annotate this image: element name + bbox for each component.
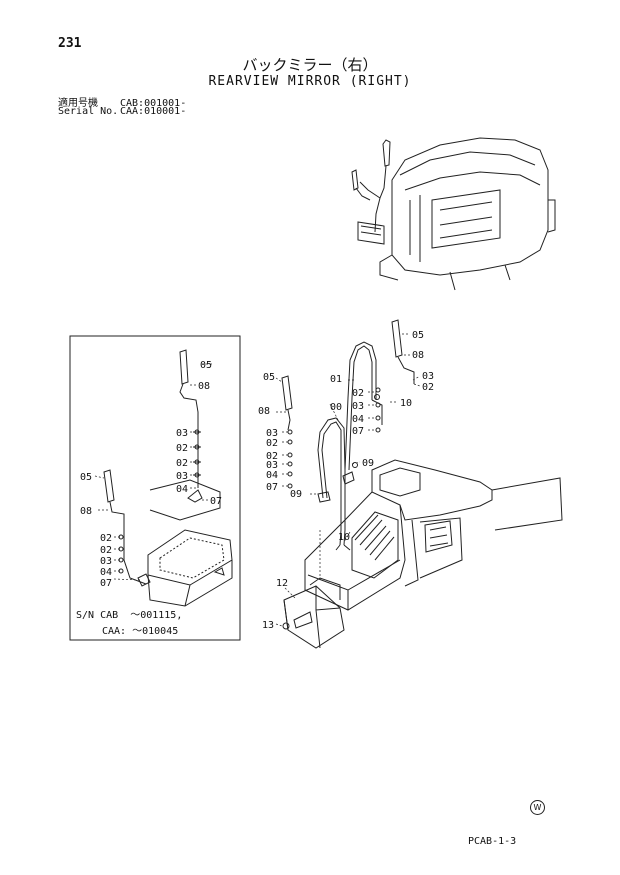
bolt-13-illustration [282,622,290,630]
mirror-05-right-illustration [375,319,415,433]
inset-callout-08: 08 [198,381,210,392]
callout-08b: 08 [258,406,270,417]
callout-02a: 02 [422,382,434,393]
callout-10a: 10 [400,398,412,409]
page-code: PCAB-1-3 [468,836,517,847]
serial-value-1: CAB:001001- [120,98,187,109]
inset-callout-q04: 04 [100,567,112,578]
callout-03a: 03 [422,371,434,382]
inset-callout-q02b: 02 [100,545,112,556]
cab-overview-illustration [351,137,556,291]
inset-lower-mirror-illustration [103,469,151,587]
inset-callout-q07: 07 [100,578,112,589]
callout-04a: 04 [352,414,364,425]
callout-02c: 02 [266,438,278,449]
callout-09a: 09 [362,458,374,469]
circled-w-mark: W [530,800,545,815]
page-title-japanese: バックミラー（右） [242,56,378,74]
callout-07a: 07 [352,426,364,437]
inset-callout-02a: 02 [176,443,188,454]
callout-02d: 02 [266,451,278,462]
callout-07b: 07 [266,482,278,493]
inset-callout-q03: 03 [100,556,112,567]
inset-callouts: 05 08 03 02 02 03 04 07 05 08 02 02 03 0… [80,360,222,589]
callout-04b: 04 [266,470,278,481]
callout-03d: 03 [266,460,278,471]
inset-callout-02b: 02 [176,458,188,469]
serial-label-ja: 適用号機 [58,98,98,109]
inset-serial-value-1: ～001115, [130,610,183,621]
inset-serial-label-2: CAA: [102,626,127,637]
inset-serial-note-line-1: S/N CAB ～001115, [76,606,182,621]
callout-13: 13 [262,620,274,631]
main-callouts: 05 08 03 02 01 02 03 04 07 10 05 00 08 0… [258,330,434,631]
callout-02b: 02 [352,388,364,399]
callout-10b: 10 [338,532,350,543]
inset-callout-03: 03 [176,428,188,439]
inset-serial-label-1: S/N CAB [76,610,119,621]
serial-range-line-1: 適用号機 CAB:001001- [58,94,186,109]
inset-serial-value-2: ～010045 [132,626,179,637]
callout-09b: 09 [290,489,302,500]
serial-label-en: Serial No. [58,106,119,117]
page-title-english: REARVIEW MIRROR (RIGHT) [208,74,412,89]
page-number: 231 [58,36,82,51]
inset-callout-q05: 05 [80,472,92,483]
handrail-01-illustration [342,341,383,485]
inset-callout-04: 04 [176,484,188,495]
callout-01: 01 [330,374,342,385]
callout-03c: 03 [266,428,278,439]
cab-step-body-illustration [304,459,563,611]
callout-03b: 03 [352,401,364,412]
inset-callout-q02a: 02 [100,533,112,544]
callout-12: 12 [276,578,288,589]
serial-value-2: CAA:010001- [120,106,187,117]
callout-05a: 05 [412,330,424,341]
handrail-00-illustration [317,417,351,551]
early-serial-inset-frame [69,335,241,641]
inset-callout-07: 07 [210,496,222,507]
inset-callout-03b: 03 [176,471,188,482]
serial-range-line-2: Serial No.CAA:010001- [58,106,186,117]
callout-00: 00 [330,402,342,413]
inset-callout-05: 05 [200,360,212,371]
inset-serial-note-line-2: CAA: ～010045 [102,622,178,637]
leader-lines [94,333,421,627]
callout-05b: 05 [263,372,275,383]
cover-12-illustration [282,585,345,649]
inset-cab-step-illustration [147,529,233,607]
mirror-05-left-illustration [281,375,293,489]
callout-08a: 08 [412,350,424,361]
inset-callout-q08: 08 [80,506,92,517]
